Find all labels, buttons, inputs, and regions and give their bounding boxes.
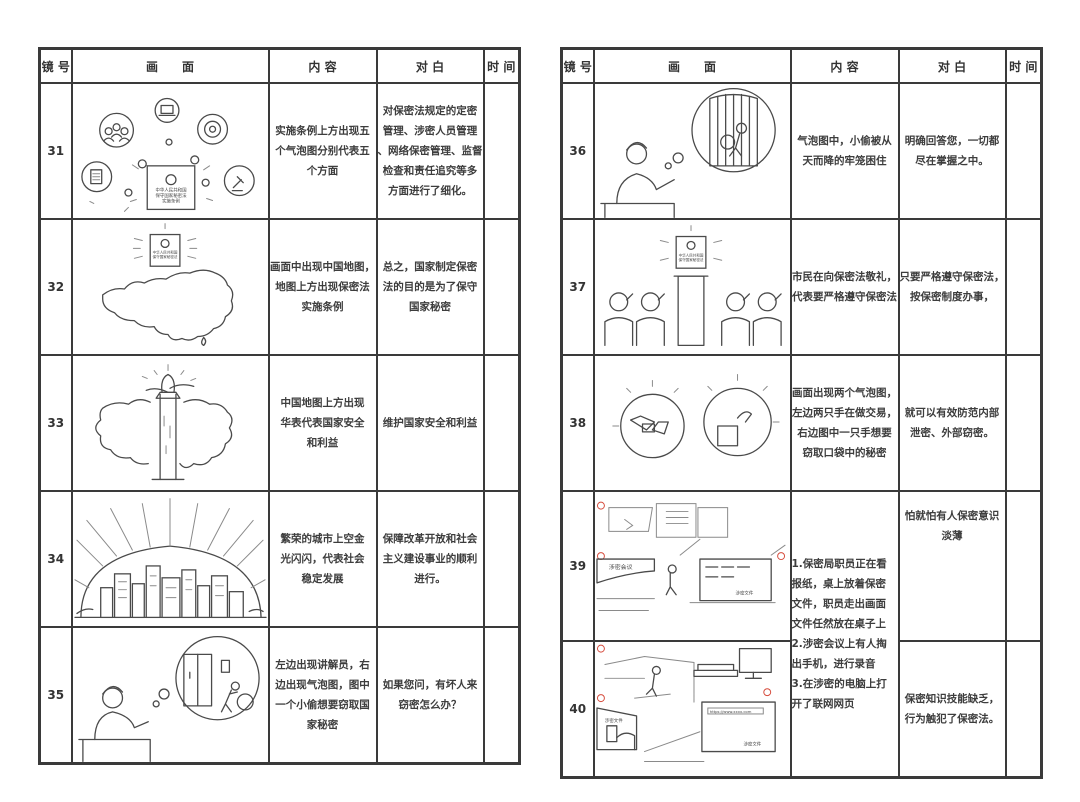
header-frame: 画 面	[592, 47, 792, 84]
header-time: 时 间	[482, 47, 521, 84]
frame-sketch-39: 涉密会议 涉密文件	[592, 490, 792, 642]
sketch-narrator-thief	[77, 635, 260, 762]
sketch-five-bubbles: 中华人民共和国保守国家秘密法实施条例	[80, 97, 255, 212]
frame-sketch-34	[70, 490, 270, 628]
frame-sketch-38	[592, 354, 792, 492]
dialogue-text: 保障改革开放和社会 主义建设事业的顺利 进行。	[375, 490, 485, 628]
content-text: 市民在向保密法敬礼， 代表要严格遵守保密法	[789, 218, 900, 356]
content-text: 画面中出现中国地图， 地图上方出现保密法 实施条例	[267, 218, 378, 356]
time-cell	[1004, 354, 1043, 492]
secret-file-label-40b: 涉密文件	[743, 741, 761, 748]
time-cell	[482, 218, 521, 356]
frame-sketch-33	[70, 354, 270, 492]
sketch-huabiao-map	[94, 364, 233, 481]
table-row: 36 气泡图中，小偷被从 天而降的牢笼困住 明确回答您，一切都 尽在掌握之中。	[560, 82, 1043, 220]
table-row: 33 中国地图上方出现 华表代表国家安全 和利益 维护国家安全和利益	[38, 354, 521, 492]
dialogue-text: 就可以有效防范内部 泄密、外部窃密。	[897, 354, 1007, 492]
frame-sketch-40: 涉密文件 https://www.xxxx.com 涉密文件	[592, 640, 792, 779]
dialogue-text: 维护国家安全和利益	[375, 354, 485, 492]
header-shot: 镜 号	[38, 47, 73, 84]
dialogue-text: 明确回答您，一切都 尽在掌握之中。	[897, 82, 1007, 220]
book-title-31: 中华人民共和国保守国家秘密法实施条例	[155, 187, 187, 205]
shot-number: 32	[38, 218, 73, 356]
secret-file-label-39: 涉密文件	[735, 590, 753, 597]
header-content: 内 容	[267, 47, 378, 84]
time-cell	[482, 354, 521, 492]
shot-number: 36	[560, 82, 595, 220]
frame-sketch-32: 中华人民共和国保守国家秘密法	[70, 218, 270, 356]
dialogue-text: 怕就怕有人保密意识 淡薄	[897, 490, 1007, 642]
header-shot: 镜 号	[560, 47, 595, 84]
sketch-two-bubbles-hands	[611, 374, 780, 459]
header-dialogue: 对 白	[897, 47, 1007, 84]
header-dialogue: 对 白	[375, 47, 485, 84]
table-row: 35 左边出现讲解员，右 边出现气泡图，图中 一个小偷想要窃取国 家秘密 如果您…	[38, 626, 521, 765]
shot-number: 31	[38, 82, 73, 220]
table-row: 39 涉密会议 涉密文件 1.保密局职员正在看 报纸，桌上放着保密 文件，职员走…	[560, 490, 1043, 779]
sketch-city-sunrise	[73, 498, 267, 619]
sketch-china-map-law: 中华人民共和国保守国家秘密法	[101, 223, 233, 347]
content-text: 中国地图上方出现 华表代表国家安全 和利益	[267, 354, 378, 492]
content-text-merged: 1.保密局职员正在看 报纸，桌上放着保密 文件，职员走出画面 文件任然放在桌子上…	[789, 490, 900, 779]
book-title-37: 中华人民共和国保守国家秘密法	[678, 252, 703, 261]
sketch-citizens-salute: 中华人民共和国保守国家秘密法	[603, 225, 782, 347]
header-frame: 画 面	[70, 47, 270, 84]
book-title-32: 中华人民共和国保守国家秘密法	[152, 249, 177, 258]
table-row: 37 中华人民共和国保守国家秘密法 市民在向保密法敬礼， 代表要严格遵守保密法 …	[560, 218, 1043, 356]
time-cell	[1004, 82, 1043, 220]
content-text: 左边出现讲解员，右 边出现气泡图，图中 一个小偷想要窃取国 家秘密	[267, 626, 378, 765]
time-cell	[1004, 640, 1043, 779]
content-text: 气泡图中，小偷被从 天而降的牢笼困住	[789, 82, 900, 220]
sketch-office-meeting: 涉密会议 涉密文件	[595, 501, 786, 612]
table-row: 31 中华人民共和国保守国家秘密法实施条例	[38, 82, 521, 220]
shot-number: 35	[38, 626, 73, 765]
header-row: 镜 号 画 面 内 容 对 白 时 间	[560, 47, 1043, 84]
secret-file-label-40: 涉密文件	[604, 717, 622, 724]
shot-number: 39	[560, 490, 595, 642]
dialogue-text: 只要严格遵守保密法， 按保密制度办事，	[897, 218, 1007, 356]
header-row: 镜 号 画 面 内 容 对 白 时 间	[38, 47, 521, 84]
dialogue-text: 保密知识技能缺乏， 行为触犯了保密法。	[897, 640, 1007, 779]
table-row: 40 涉密文件 https://www.xxxx.com 涉密文件	[560, 640, 1043, 779]
storyboard-table-left: 镜 号 画 面 内 容 对 白 时 间 31	[38, 47, 521, 765]
frame-sketch-35	[70, 626, 270, 765]
storyboard-table-right: 镜 号 画 面 内 容 对 白 时 间 36 气泡图中，小偷被从 天而降的牢笼困…	[560, 47, 1043, 779]
frame-sketch-36	[592, 82, 792, 220]
time-cell	[482, 626, 521, 765]
url-text: https://www.xxxx.com	[709, 710, 751, 714]
frame-sketch-31: 中华人民共和国保守国家秘密法实施条例	[70, 82, 270, 220]
header-content: 内 容	[789, 47, 900, 84]
content-text: 画面出现两个气泡图， 左边两只手在做交易， 右边图中一只手想要 窃取口袋中的秘密	[789, 354, 900, 492]
time-cell	[482, 490, 521, 628]
table-row: 32 中华人民共和国保守国家秘密法 画面中出现中国地图， 地图上方出现保密法 实…	[38, 218, 521, 356]
shot-number: 37	[560, 218, 595, 356]
shot-number: 40	[560, 640, 595, 779]
shot-number: 38	[560, 354, 595, 492]
dialogue-text: 如果您问，有坏人来 窃密怎么办？	[375, 626, 485, 765]
shot-number: 33	[38, 354, 73, 492]
frame-sketch-37: 中华人民共和国保守国家秘密法	[592, 218, 792, 356]
dialogue-text: 总之，国家制定保密 法的目的是为了保守 国家秘密	[375, 218, 485, 356]
header-time: 时 间	[1004, 47, 1043, 84]
sketch-thief-caged	[599, 87, 776, 218]
dialogue-text: 对保密法规定的定密 管理、涉密人员管理 、网络保密管理、监督 检查和责任追究等多…	[375, 82, 485, 220]
shot-number: 34	[38, 490, 73, 628]
time-cell	[1004, 218, 1043, 356]
content-text: 实施条例上方出现五 个气泡图分别代表五 个方面	[267, 82, 378, 220]
time-cell	[1004, 490, 1043, 642]
meeting-label: 涉密会议	[608, 563, 632, 571]
time-cell	[482, 82, 521, 220]
table-row: 34 繁荣的城市上空金 光闪闪，代表社会 稳定发展 保障改革开放和社会 主义建设…	[38, 490, 521, 628]
sketch-phone-computer: 涉密文件 https://www.xxxx.com 涉密文件	[595, 644, 776, 762]
content-text: 繁荣的城市上空金 光闪闪，代表社会 稳定发展	[267, 490, 378, 628]
table-row: 38 画面出现两个气泡图， 左边两只手在做交易， 右边图中一只手想要 窃取口袋中…	[560, 354, 1043, 492]
